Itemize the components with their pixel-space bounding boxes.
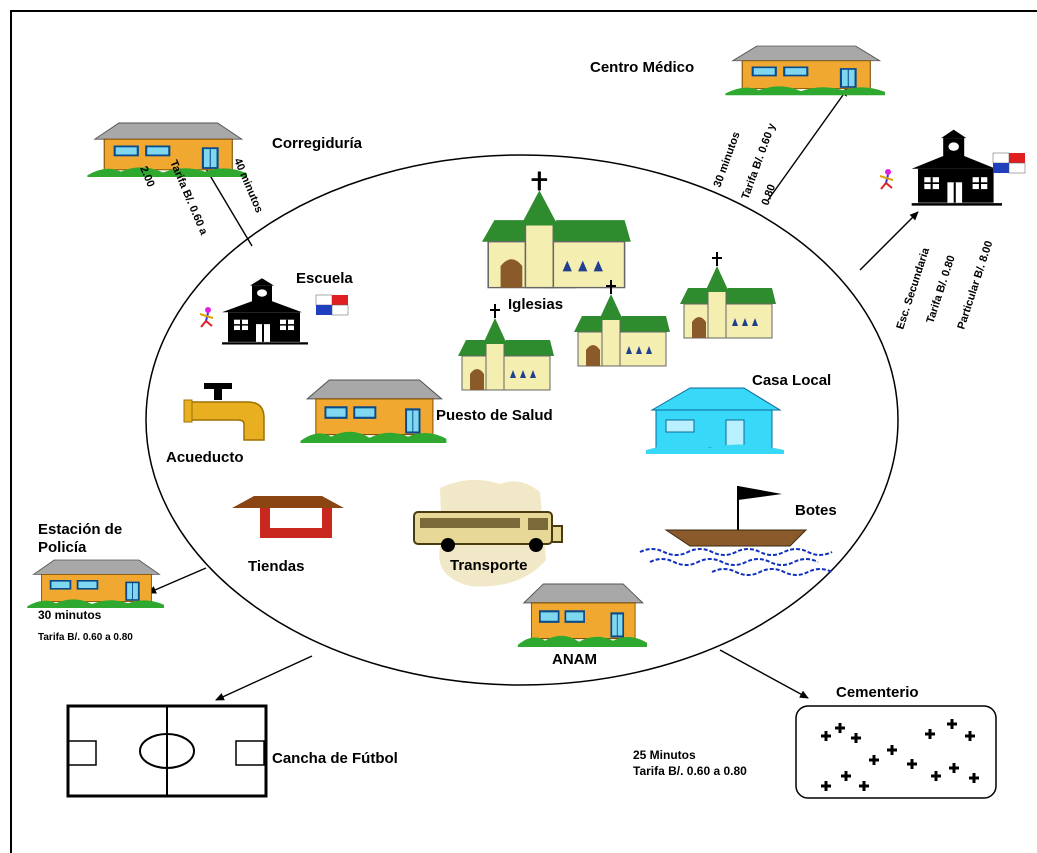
diagram-frame <box>10 10 1037 853</box>
corregiduria-label: Corregiduría <box>272 135 363 152</box>
church-icon-right <box>679 251 777 339</box>
escuela-label: Escuela <box>296 270 353 287</box>
casa-local-icon <box>646 387 784 454</box>
cancha-label: Cancha de Fútbol <box>272 750 398 767</box>
estacion-label-line2: Policía <box>38 539 87 556</box>
policia-fare: Tarifa B/. 0.60 a 0.80 <box>38 632 133 643</box>
church-icon-left <box>457 303 555 391</box>
centro-fare-line2: 0.80 <box>760 183 779 207</box>
anam-label: ANAM <box>552 651 597 668</box>
centro-medico-label: Centro Médico <box>590 59 694 76</box>
school-flag-icon <box>315 294 349 316</box>
policia-time: 30 minutos <box>38 608 102 622</box>
soccer-field-icon <box>66 704 268 798</box>
botes-label: Botes <box>795 502 837 519</box>
iglesias-label: Iglesias <box>508 296 563 313</box>
bus-icon <box>413 479 563 587</box>
casa-local-label: Casa Local <box>752 372 831 389</box>
community-ellipse <box>145 154 899 686</box>
police-house-icon <box>26 559 165 609</box>
store-icon <box>232 496 344 538</box>
faucet-icon <box>183 383 265 441</box>
church-icon-middle <box>573 279 671 367</box>
corregiduria-house-icon <box>86 121 249 179</box>
anam-house-icon <box>516 582 649 649</box>
secondary-school-flag-icon <box>992 152 1026 174</box>
secondary-school-icon <box>910 128 1004 206</box>
centro-medico-house-icon <box>724 44 887 97</box>
secondary-runner-icon <box>879 168 894 190</box>
transporte-label: Transporte <box>450 557 528 574</box>
connection-arrows <box>147 87 919 701</box>
main-church-icon <box>480 169 633 290</box>
cementerio-time: 25 Minutos <box>633 748 696 762</box>
puesto-salud-house-icon <box>299 378 448 445</box>
cementerio-label: Cementerio <box>836 684 919 701</box>
secundaria-line2: Tarifa B/. 0.80 <box>924 254 957 325</box>
corregiduria-time: 40 minutos <box>231 156 265 214</box>
centro-time: 30 minutos <box>712 130 743 189</box>
boat-icon <box>639 486 833 576</box>
puesto-salud-label: Puesto de Salud <box>436 407 553 424</box>
acueducto-label: Acueducto <box>166 449 244 466</box>
secundaria-line3: Particular B/. 8.00 <box>955 239 995 331</box>
cemetery-icon <box>795 705 997 799</box>
tiendas-label: Tiendas <box>248 558 304 575</box>
school-icon <box>220 276 310 345</box>
cementerio-fare: Tarifa B/. 0.60 a 0.80 <box>633 764 747 778</box>
school-runner-icon <box>199 306 214 328</box>
estacion-label-line1: Estación de <box>38 521 122 538</box>
